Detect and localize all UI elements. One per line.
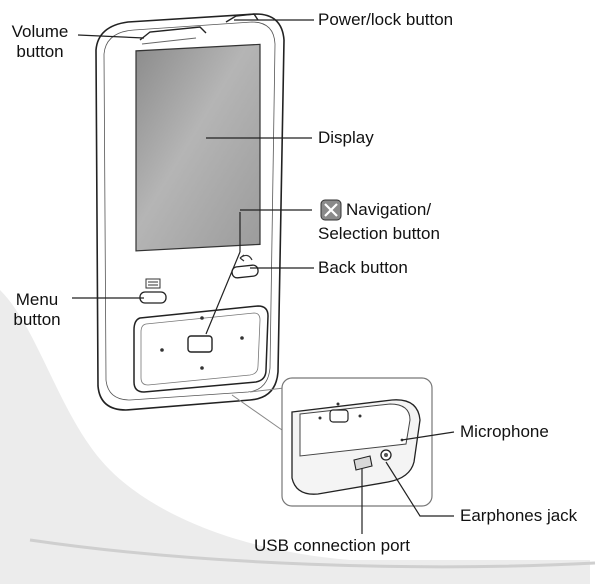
background-shading	[0, 290, 596, 584]
volume-label-line1: Volume	[11, 22, 69, 41]
usb-port-label: USB connection port	[254, 536, 410, 555]
navigation-label-line1: Navigation/	[346, 200, 432, 219]
leader-lines	[72, 19, 455, 534]
menu-label-line2: button	[13, 310, 61, 329]
back-arrow-icon	[239, 254, 253, 262]
display-screen	[135, 43, 261, 252]
display-label: Display	[318, 128, 374, 147]
power-lock-button-label: Power/lock button	[318, 10, 454, 29]
select-button	[187, 335, 213, 353]
navigation-cross-icon	[320, 199, 342, 221]
volume-button-label: Volume button	[2, 22, 78, 62]
zoom-inset	[231, 377, 433, 507]
menu-lines-icon	[145, 278, 161, 289]
menu-button-label: Menu button	[2, 290, 72, 330]
navigation-pad	[133, 305, 269, 393]
earphones-jack-label: Earphones jack	[460, 506, 578, 525]
microphone-label: Microphone	[460, 422, 549, 441]
menu-label-line1: Menu	[15, 290, 59, 309]
back-button-label: Back button	[318, 258, 408, 277]
volume-label-line2: button	[16, 42, 64, 61]
navigation-label-line2: Selection button	[318, 224, 440, 243]
